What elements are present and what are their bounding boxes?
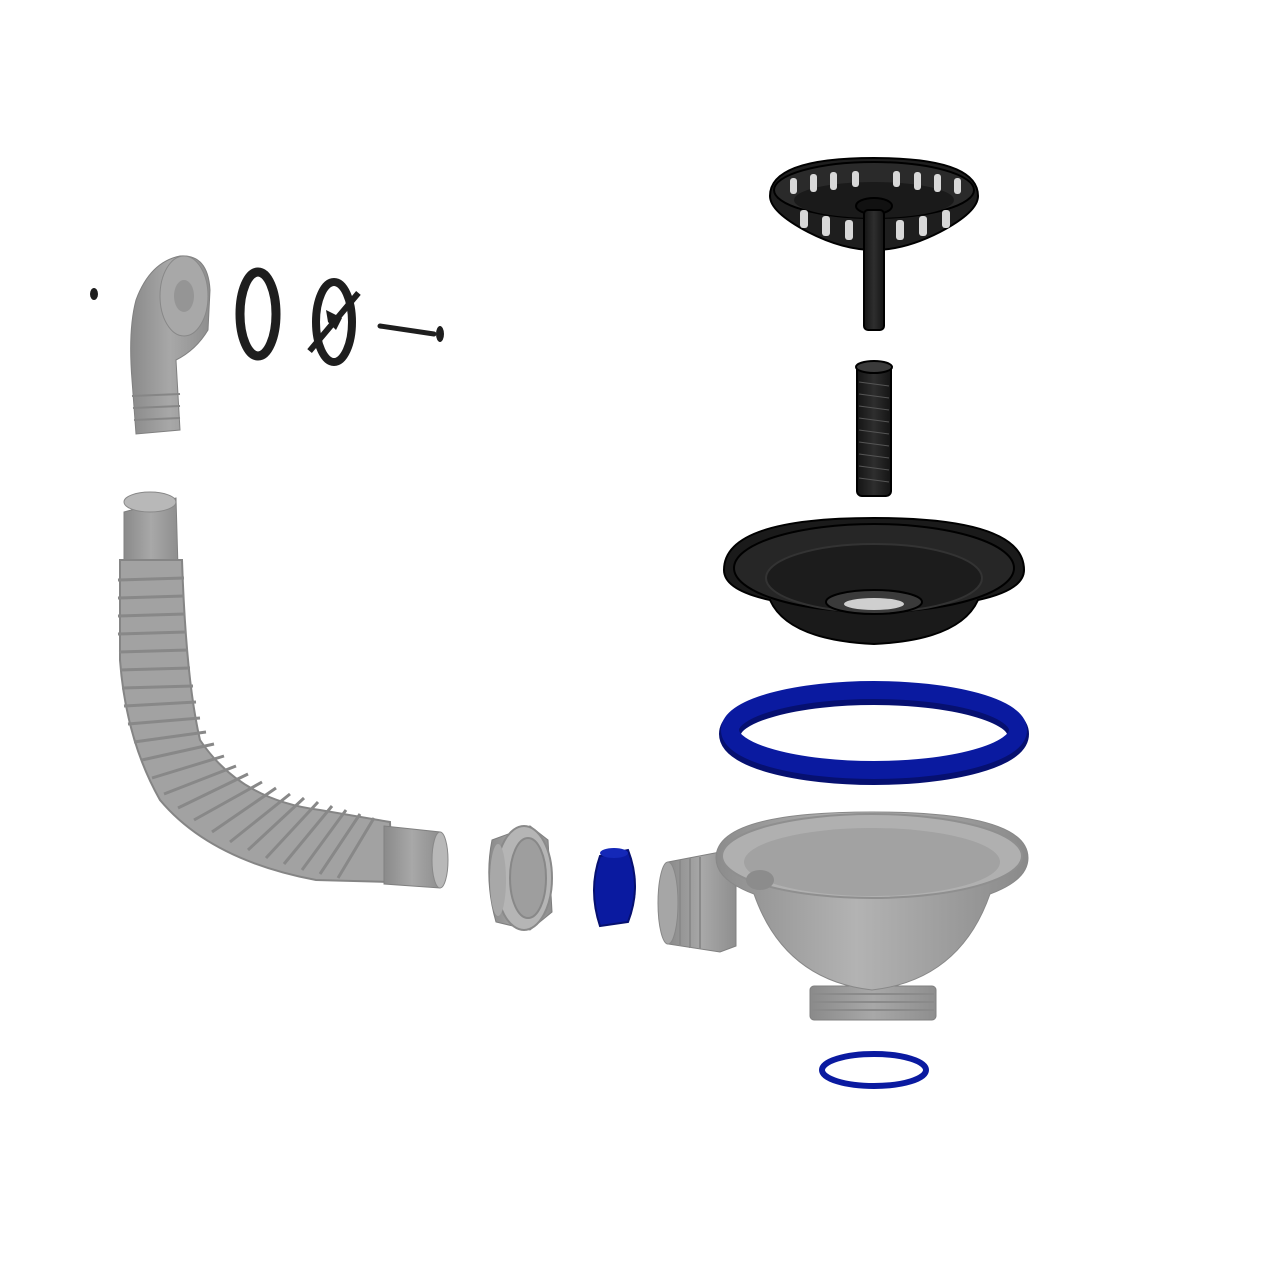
flange-seal	[719, 681, 1029, 785]
basket-stem	[863, 209, 885, 331]
bottom-seal	[819, 1051, 929, 1089]
small-nut	[90, 288, 98, 300]
overflow-gasket	[235, 267, 281, 361]
corrugated-hose	[117, 491, 449, 889]
overflow-cover	[307, 278, 361, 366]
overflow-screw	[377, 323, 444, 342]
hose-ridges	[117, 576, 376, 879]
threaded-guide-tube	[855, 360, 893, 497]
sink-flange	[722, 516, 1026, 646]
basket-slots	[790, 171, 961, 240]
strainer-basket	[768, 156, 980, 252]
cone-washer	[593, 848, 636, 928]
union-nut	[488, 825, 553, 931]
overflow-elbow	[130, 255, 211, 435]
drain-body	[657, 811, 1029, 1021]
